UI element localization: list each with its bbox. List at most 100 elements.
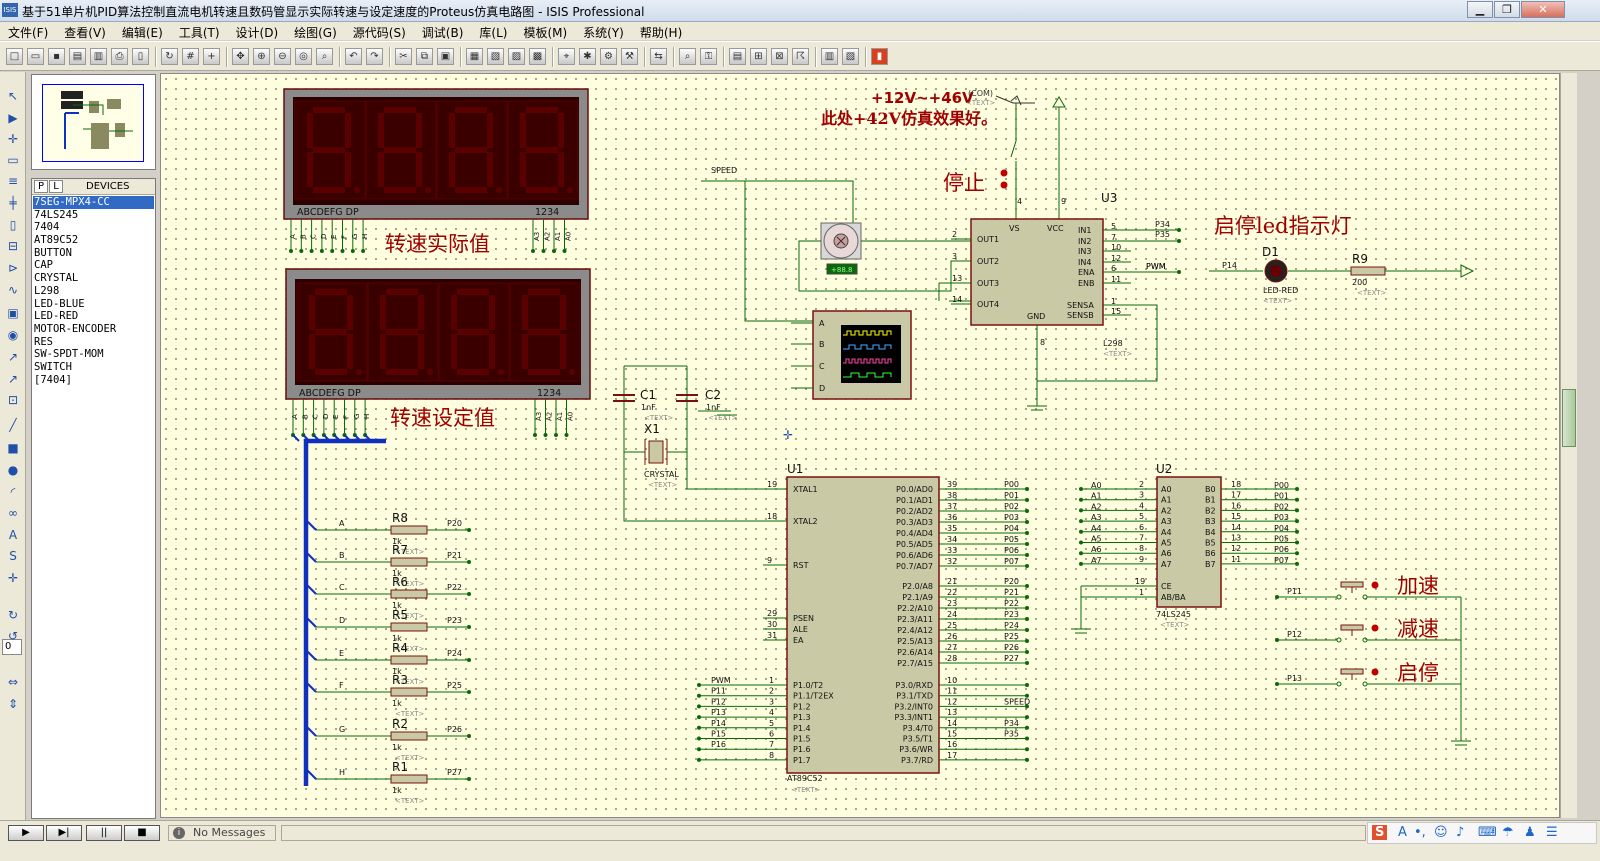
device-list-item[interactable]: MOTOR-ENCODER <box>34 322 117 335</box>
bus-mode-icon[interactable]: ╪ <box>9 196 17 210</box>
menu-design[interactable]: 设计(D) <box>235 26 279 40</box>
current-probe-icon[interactable]: ↗ <box>7 372 19 386</box>
copy-icon[interactable]: ⧉ <box>416 48 433 65</box>
rotation-input[interactable]: 0 <box>2 639 22 655</box>
text-icon[interactable]: A <box>8 528 18 542</box>
menu-view[interactable]: 查看(V) <box>64 26 106 40</box>
page-icon[interactable]: ▯ <box>132 48 149 65</box>
generator-icon[interactable]: ◉ <box>7 328 19 342</box>
zoom-all-icon[interactable]: ◎ <box>295 48 312 65</box>
ime-keyboard-icon[interactable]: ⌨ <box>1478 825 1497 840</box>
save-icon[interactable]: ▪ <box>48 48 65 65</box>
remove-sheet-icon[interactable]: ⊠ <box>771 48 788 65</box>
path-icon[interactable]: ∞ <box>8 506 18 520</box>
device-list-item[interactable]: SW-SPDT-MOM <box>34 348 104 361</box>
ime-menu-icon[interactable]: ☰ <box>1546 825 1558 840</box>
vertical-scrollbar[interactable] <box>1560 73 1577 818</box>
print-icon[interactable]: ⎙ <box>111 48 128 65</box>
ares-icon[interactable]: ▮ <box>871 48 888 65</box>
overview-window[interactable] <box>31 74 156 170</box>
menu-help[interactable]: 帮助(H) <box>639 26 683 40</box>
sim-step-button[interactable]: ▶| <box>46 825 82 841</box>
tape-recorder-icon[interactable]: ▣ <box>7 306 19 320</box>
device-list-item[interactable]: LED-BLUE <box>34 297 85 310</box>
voltage-probe-icon[interactable]: ↗ <box>7 350 19 364</box>
minimize-button[interactable]: ▁ <box>1467 1 1493 18</box>
sim-stop-button[interactable]: ■ <box>124 825 160 841</box>
make-device-icon[interactable]: ✱ <box>579 48 596 65</box>
origin-icon[interactable]: + <box>203 48 220 65</box>
zoom-in-icon[interactable]: ⊕ <box>253 48 270 65</box>
netlist-icon[interactable]: ▤ <box>729 48 746 65</box>
add-sheet-icon[interactable]: ⊞ <box>750 48 767 65</box>
bom-icon[interactable]: ▥ <box>821 48 838 65</box>
device-list-item[interactable]: 74LS245 <box>34 208 79 221</box>
menu-source[interactable]: 源代码(S) <box>352 26 406 40</box>
close-button[interactable]: ✕ <box>1521 1 1565 18</box>
terminal-icon[interactable]: ⊟ <box>7 239 19 253</box>
export-icon[interactable]: ▥ <box>90 48 107 65</box>
resistor-r9[interactable] <box>1350 266 1386 276</box>
virtual-instrument-icon[interactable]: ⊡ <box>7 393 19 407</box>
search-icon[interactable]: ⌕ <box>679 48 696 65</box>
menu-template[interactable]: 模板(M) <box>523 26 568 40</box>
ime-mic-icon[interactable]: ♪ <box>1456 825 1465 840</box>
device-list-item[interactable]: CAP <box>34 259 53 272</box>
redo-icon[interactable]: ↷ <box>366 48 383 65</box>
device-list-item[interactable]: [7404] <box>34 373 72 386</box>
menu-system[interactable]: 系统(Y) <box>583 26 624 40</box>
symbol-icon[interactable]: S <box>9 549 17 563</box>
ime-skin-icon[interactable]: ☂ <box>1502 825 1514 840</box>
block-move-icon[interactable]: ▧ <box>487 48 504 65</box>
block-delete-icon[interactable]: ▩ <box>529 48 546 65</box>
refresh-icon[interactable]: ↻ <box>161 48 178 65</box>
mirror-y-icon[interactable]: ⇕ <box>7 697 19 711</box>
menu-graph[interactable]: 绘图(G) <box>294 26 337 40</box>
box-icon[interactable]: ■ <box>7 441 19 455</box>
undo-icon[interactable]: ↶ <box>345 48 362 65</box>
motor-encoder[interactable]: +88.8 <box>820 222 862 275</box>
device-list-item[interactable]: L298 <box>34 284 60 297</box>
graph-mode-icon[interactable]: ∿ <box>7 283 19 297</box>
import-icon[interactable]: ▤ <box>69 48 86 65</box>
mirror-x-icon[interactable]: ⇔ <box>7 675 19 689</box>
device-list-item[interactable]: LED-RED <box>34 310 79 323</box>
stop-switch[interactable] <box>1010 140 1017 158</box>
grid-icon[interactable]: # <box>182 48 199 65</box>
line-icon[interactable]: ╱ <box>9 418 17 432</box>
decompose-icon[interactable]: ⚒ <box>621 48 638 65</box>
ime-emoji-icon[interactable]: ☺ <box>1434 825 1448 840</box>
sim-pause-button[interactable]: || <box>86 825 122 841</box>
oscilloscope[interactable]: ABCD <box>791 310 912 400</box>
erc-icon[interactable]: ▧ <box>842 48 859 65</box>
pick-device-button[interactable]: P <box>34 180 48 193</box>
package-icon[interactable]: ⚙ <box>600 48 617 65</box>
buffer-74ls245[interactable]: A02A0A13A1A24A2A35A3A46A4A57A5A68A6A79A7… <box>1079 476 1299 608</box>
pick-icon[interactable]: ⌖ <box>558 48 575 65</box>
block-rotate-icon[interactable]: ▨ <box>508 48 525 65</box>
menu-tools[interactable]: 工具(T) <box>178 26 220 40</box>
zoom-area-icon[interactable]: ⌕ <box>316 48 333 65</box>
wire-label-icon[interactable]: ▭ <box>7 153 19 167</box>
paste-icon[interactable]: ▣ <box>437 48 454 65</box>
menu-library[interactable]: 库(L) <box>479 26 508 40</box>
device-list-item[interactable]: BUTTON <box>34 246 72 259</box>
block-copy-icon[interactable]: ▦ <box>466 48 483 65</box>
pan-icon[interactable]: ✥ <box>232 48 249 65</box>
marker-icon[interactable]: ✛ <box>7 571 19 585</box>
menu-debug[interactable]: 调试(B) <box>421 26 464 40</box>
